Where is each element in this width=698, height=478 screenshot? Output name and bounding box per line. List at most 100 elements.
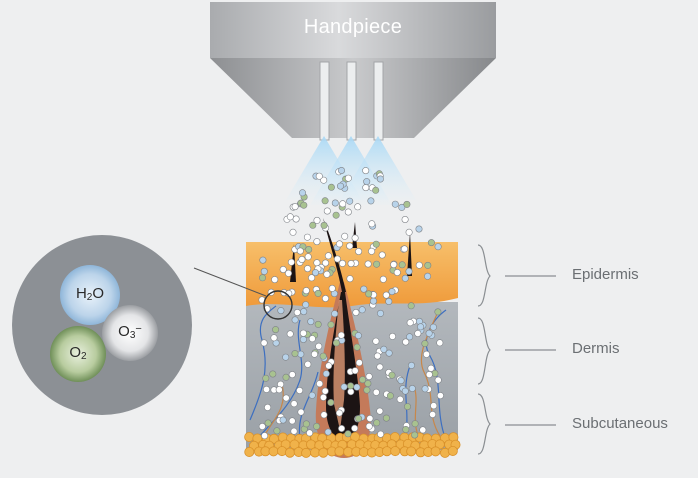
molecule-particle — [304, 253, 312, 261]
molecule-particle — [264, 403, 272, 411]
molecule-particle — [339, 200, 347, 208]
molecule-particle — [308, 391, 316, 399]
molecule-particle — [261, 432, 269, 440]
molecule-particle — [366, 414, 374, 422]
molecule-particle — [425, 329, 433, 337]
molecule-particle — [303, 233, 311, 241]
molecule-particle — [353, 383, 361, 391]
o3-molecule — [102, 305, 158, 361]
molecule-particle — [327, 321, 335, 329]
molecule-particle — [325, 362, 333, 370]
molecule-particle — [335, 240, 343, 248]
molecule-particle — [290, 400, 298, 408]
molecule-particle — [327, 398, 335, 406]
molecule-particle — [398, 261, 406, 269]
molecule-particle — [260, 339, 268, 347]
handpiece — [210, 2, 496, 141]
molecule-particle — [355, 415, 363, 423]
fat-cell — [268, 446, 279, 457]
molecule-particle — [313, 238, 321, 246]
molecule-particle — [372, 240, 380, 248]
molecule-particle — [331, 199, 339, 207]
molecule-particle — [436, 392, 444, 400]
fat-cell — [244, 431, 255, 442]
molecule-particle — [286, 213, 294, 221]
molecule-particle — [286, 330, 294, 338]
molecule-particle — [258, 422, 266, 430]
molecule-particle — [380, 345, 388, 353]
molecule-particle — [376, 407, 384, 415]
molecule-particle — [372, 388, 380, 396]
molecule-particle — [323, 270, 331, 278]
molecule-particle — [411, 420, 419, 428]
molecule-particle — [403, 200, 411, 208]
molecule-particle — [272, 326, 280, 334]
molecule-particle — [355, 248, 363, 256]
molecule-particle — [403, 403, 411, 411]
layer-brackets — [477, 244, 556, 455]
molecule-particle — [307, 318, 315, 326]
molecule-particle — [340, 383, 348, 391]
molecule-particle — [260, 267, 268, 275]
h2o-label: H2O — [75, 285, 105, 303]
molecule-particle — [414, 329, 422, 337]
molecule-particle — [351, 367, 359, 375]
molecule-particle — [316, 380, 324, 388]
molecule-particle — [337, 331, 345, 339]
molecule-particle — [277, 307, 285, 315]
molecule-particle — [415, 261, 423, 269]
fat-cell — [406, 446, 417, 457]
molecule-particle — [346, 275, 354, 283]
molecule-particle — [363, 386, 371, 394]
epidermis-label: Epidermis — [572, 266, 639, 283]
molecule-particle — [336, 182, 344, 190]
molecule-particle — [436, 339, 444, 347]
subcutaneous-label: Subcutaneous — [572, 415, 668, 432]
molecule-particle — [344, 208, 352, 216]
molecule-particle — [407, 361, 415, 369]
molecule-particle — [388, 332, 396, 340]
fat-cell — [244, 446, 255, 457]
molecule-particle — [282, 373, 290, 381]
molecule-particle — [422, 350, 430, 358]
molecule-particle — [319, 393, 327, 401]
molecule-particle — [287, 258, 295, 266]
molecule-particle — [335, 409, 343, 417]
molecule-particle — [406, 333, 414, 341]
molecule-particle — [310, 350, 318, 358]
molecule-particle — [315, 342, 323, 350]
molecule-particle — [308, 274, 316, 282]
molecule-particle — [320, 221, 328, 229]
molecule-particle — [419, 426, 427, 434]
molecule-particle — [282, 353, 290, 361]
molecule-particle — [368, 247, 376, 255]
molecule-particle — [429, 323, 437, 331]
molecule-particle — [262, 374, 270, 382]
molecule-particle — [311, 269, 319, 277]
molecule-particle — [427, 364, 435, 372]
molecule-particle — [351, 234, 359, 242]
molecule-particle — [304, 265, 312, 273]
molecule-particle — [273, 427, 281, 435]
molecule-particle — [291, 350, 299, 358]
molecule-particle — [333, 255, 341, 263]
molecule-particle — [331, 310, 339, 318]
molecule-particle — [354, 332, 362, 340]
o2-label: O2 — [69, 344, 87, 362]
molecule-particle — [289, 228, 297, 236]
molecule-particle — [264, 419, 272, 427]
fat-layer — [244, 431, 461, 458]
molecule-particle — [365, 422, 373, 430]
molecule-particle — [346, 197, 354, 205]
molecule-particle — [296, 386, 304, 394]
molecule-particle — [298, 255, 306, 263]
zoom-callout — [193, 267, 293, 320]
molecule-particle — [332, 339, 340, 347]
molecule-particle — [401, 387, 409, 395]
fat-cell — [381, 446, 392, 457]
molecule-particle — [337, 167, 345, 175]
molecule-particle — [306, 429, 314, 437]
molecule-particle — [259, 256, 267, 264]
molecule-particle — [364, 379, 372, 387]
